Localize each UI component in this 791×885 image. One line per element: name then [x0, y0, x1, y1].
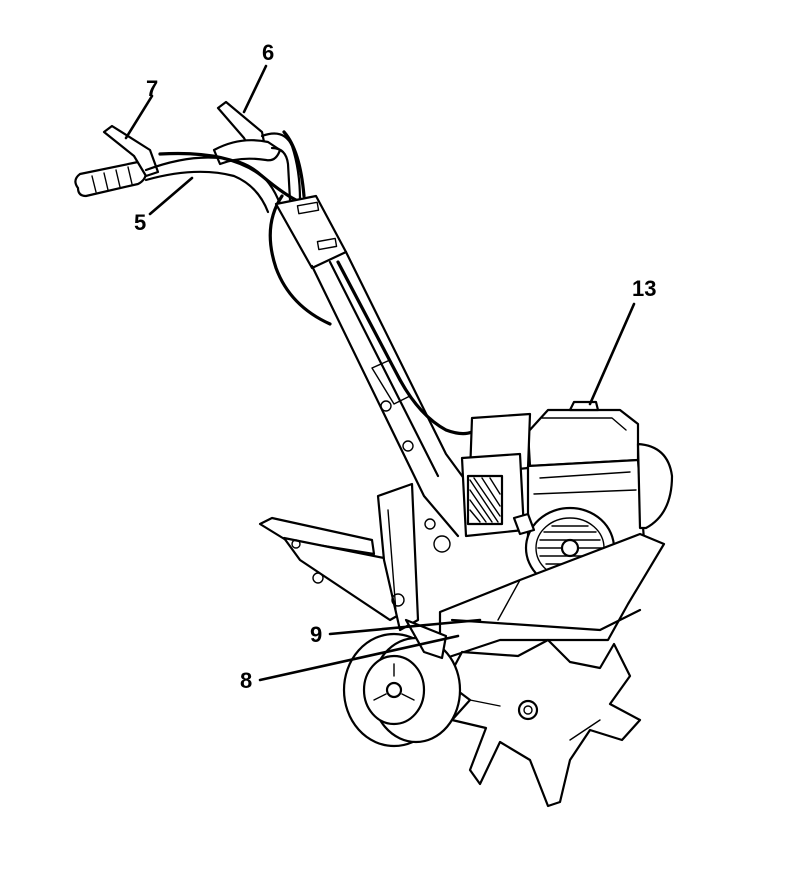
transport-wheel [342, 618, 462, 748]
leader-13 [588, 302, 636, 406]
tines [444, 638, 642, 808]
callout-5: 5 [134, 210, 146, 235]
leader-7 [124, 94, 154, 140]
callout-8: 8 [240, 668, 252, 693]
leader-6 [242, 64, 268, 114]
leader-lines [124, 64, 636, 682]
air-filter [466, 474, 504, 526]
callout-9: 9 [310, 622, 322, 647]
leader-8 [258, 634, 460, 682]
callout-labels: 7 6 5 13 9 8 [134, 40, 656, 693]
leader-9 [328, 618, 482, 636]
callout-6: 6 [262, 40, 274, 65]
handlebar-assembly [74, 100, 332, 326]
frame [258, 482, 666, 699]
callout-7: 7 [146, 76, 158, 101]
handle-tube [274, 194, 474, 553]
callout-13: 13 [632, 276, 656, 301]
leader-5 [148, 176, 194, 216]
